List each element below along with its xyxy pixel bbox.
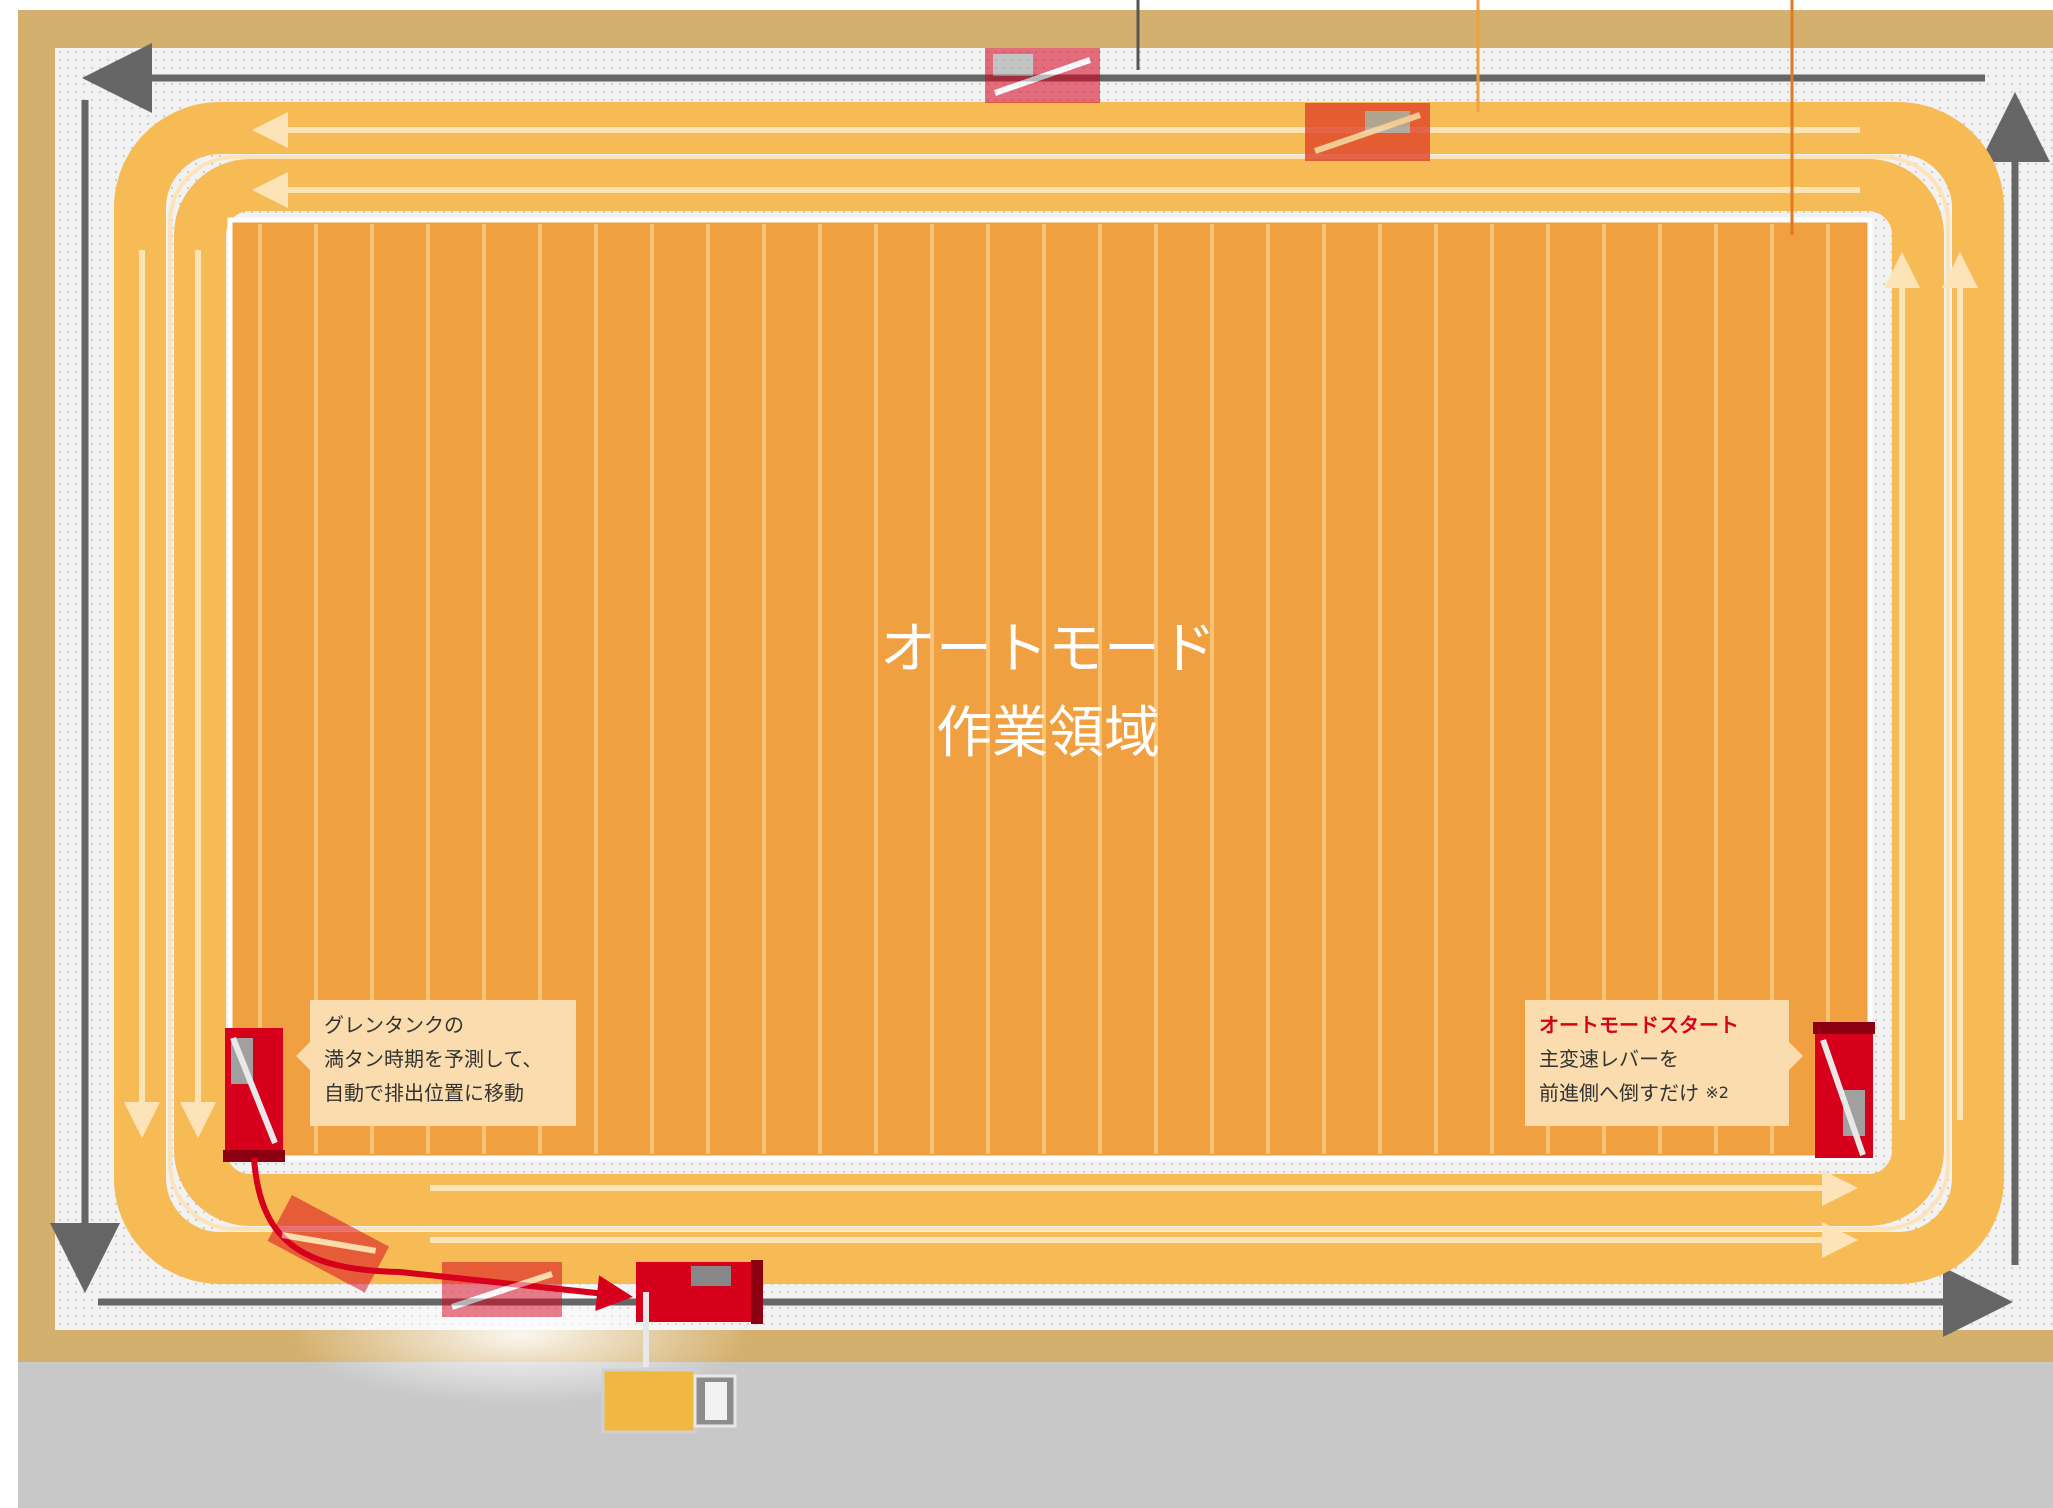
lane-arrows	[124, 112, 1978, 1258]
work-area-label-line1: オートモード	[880, 617, 1216, 682]
callout-pointer	[296, 1042, 310, 1070]
callout-automode-note: ※2	[1705, 1083, 1729, 1102]
combine-harvester-icon	[985, 48, 1100, 103]
lane-dividers	[168, 155, 1950, 1231]
callout-pointer	[1789, 1042, 1803, 1070]
truck-icon	[601, 1368, 737, 1434]
callout-automode: オートモードスタート 主変速レバーを 前進側へ倒すだけ ※2	[1525, 1000, 1803, 1126]
callout-automode-line2: 前進側へ倒すだけ	[1539, 1081, 1699, 1105]
combine-harvester-icon	[267, 1195, 390, 1293]
combine-harvester-icon	[442, 1262, 562, 1317]
callout-automode-title: オートモードスタート	[1539, 1013, 1739, 1037]
combine-harvester-icon	[223, 1028, 285, 1162]
callout-unload-line3: 自動で排出位置に移動	[324, 1081, 524, 1105]
road	[18, 1362, 2053, 1508]
callout-unload-line2: 満タン時期を予測して、	[324, 1047, 543, 1071]
work-area-label-line2: 作業領域	[936, 701, 1160, 766]
callout-automode-line2-wrap: 前進側へ倒すだけ ※2	[1539, 1076, 1775, 1110]
combine-harvester-icon	[1813, 1022, 1875, 1158]
callout-unload: グレンタンクの 満タン時期を予測して、 自動で排出位置に移動	[296, 1000, 576, 1126]
work-area-label: オートモード 作業領域	[808, 608, 1288, 776]
callout-unload-line1: グレンタンクの	[324, 1013, 464, 1037]
callout-automode-line1: 主変速レバーを	[1539, 1047, 1679, 1071]
combine-harvester-icon	[636, 1260, 763, 1367]
combine-harvester-icon	[1305, 103, 1430, 161]
leader-lines	[1136, 0, 1794, 235]
